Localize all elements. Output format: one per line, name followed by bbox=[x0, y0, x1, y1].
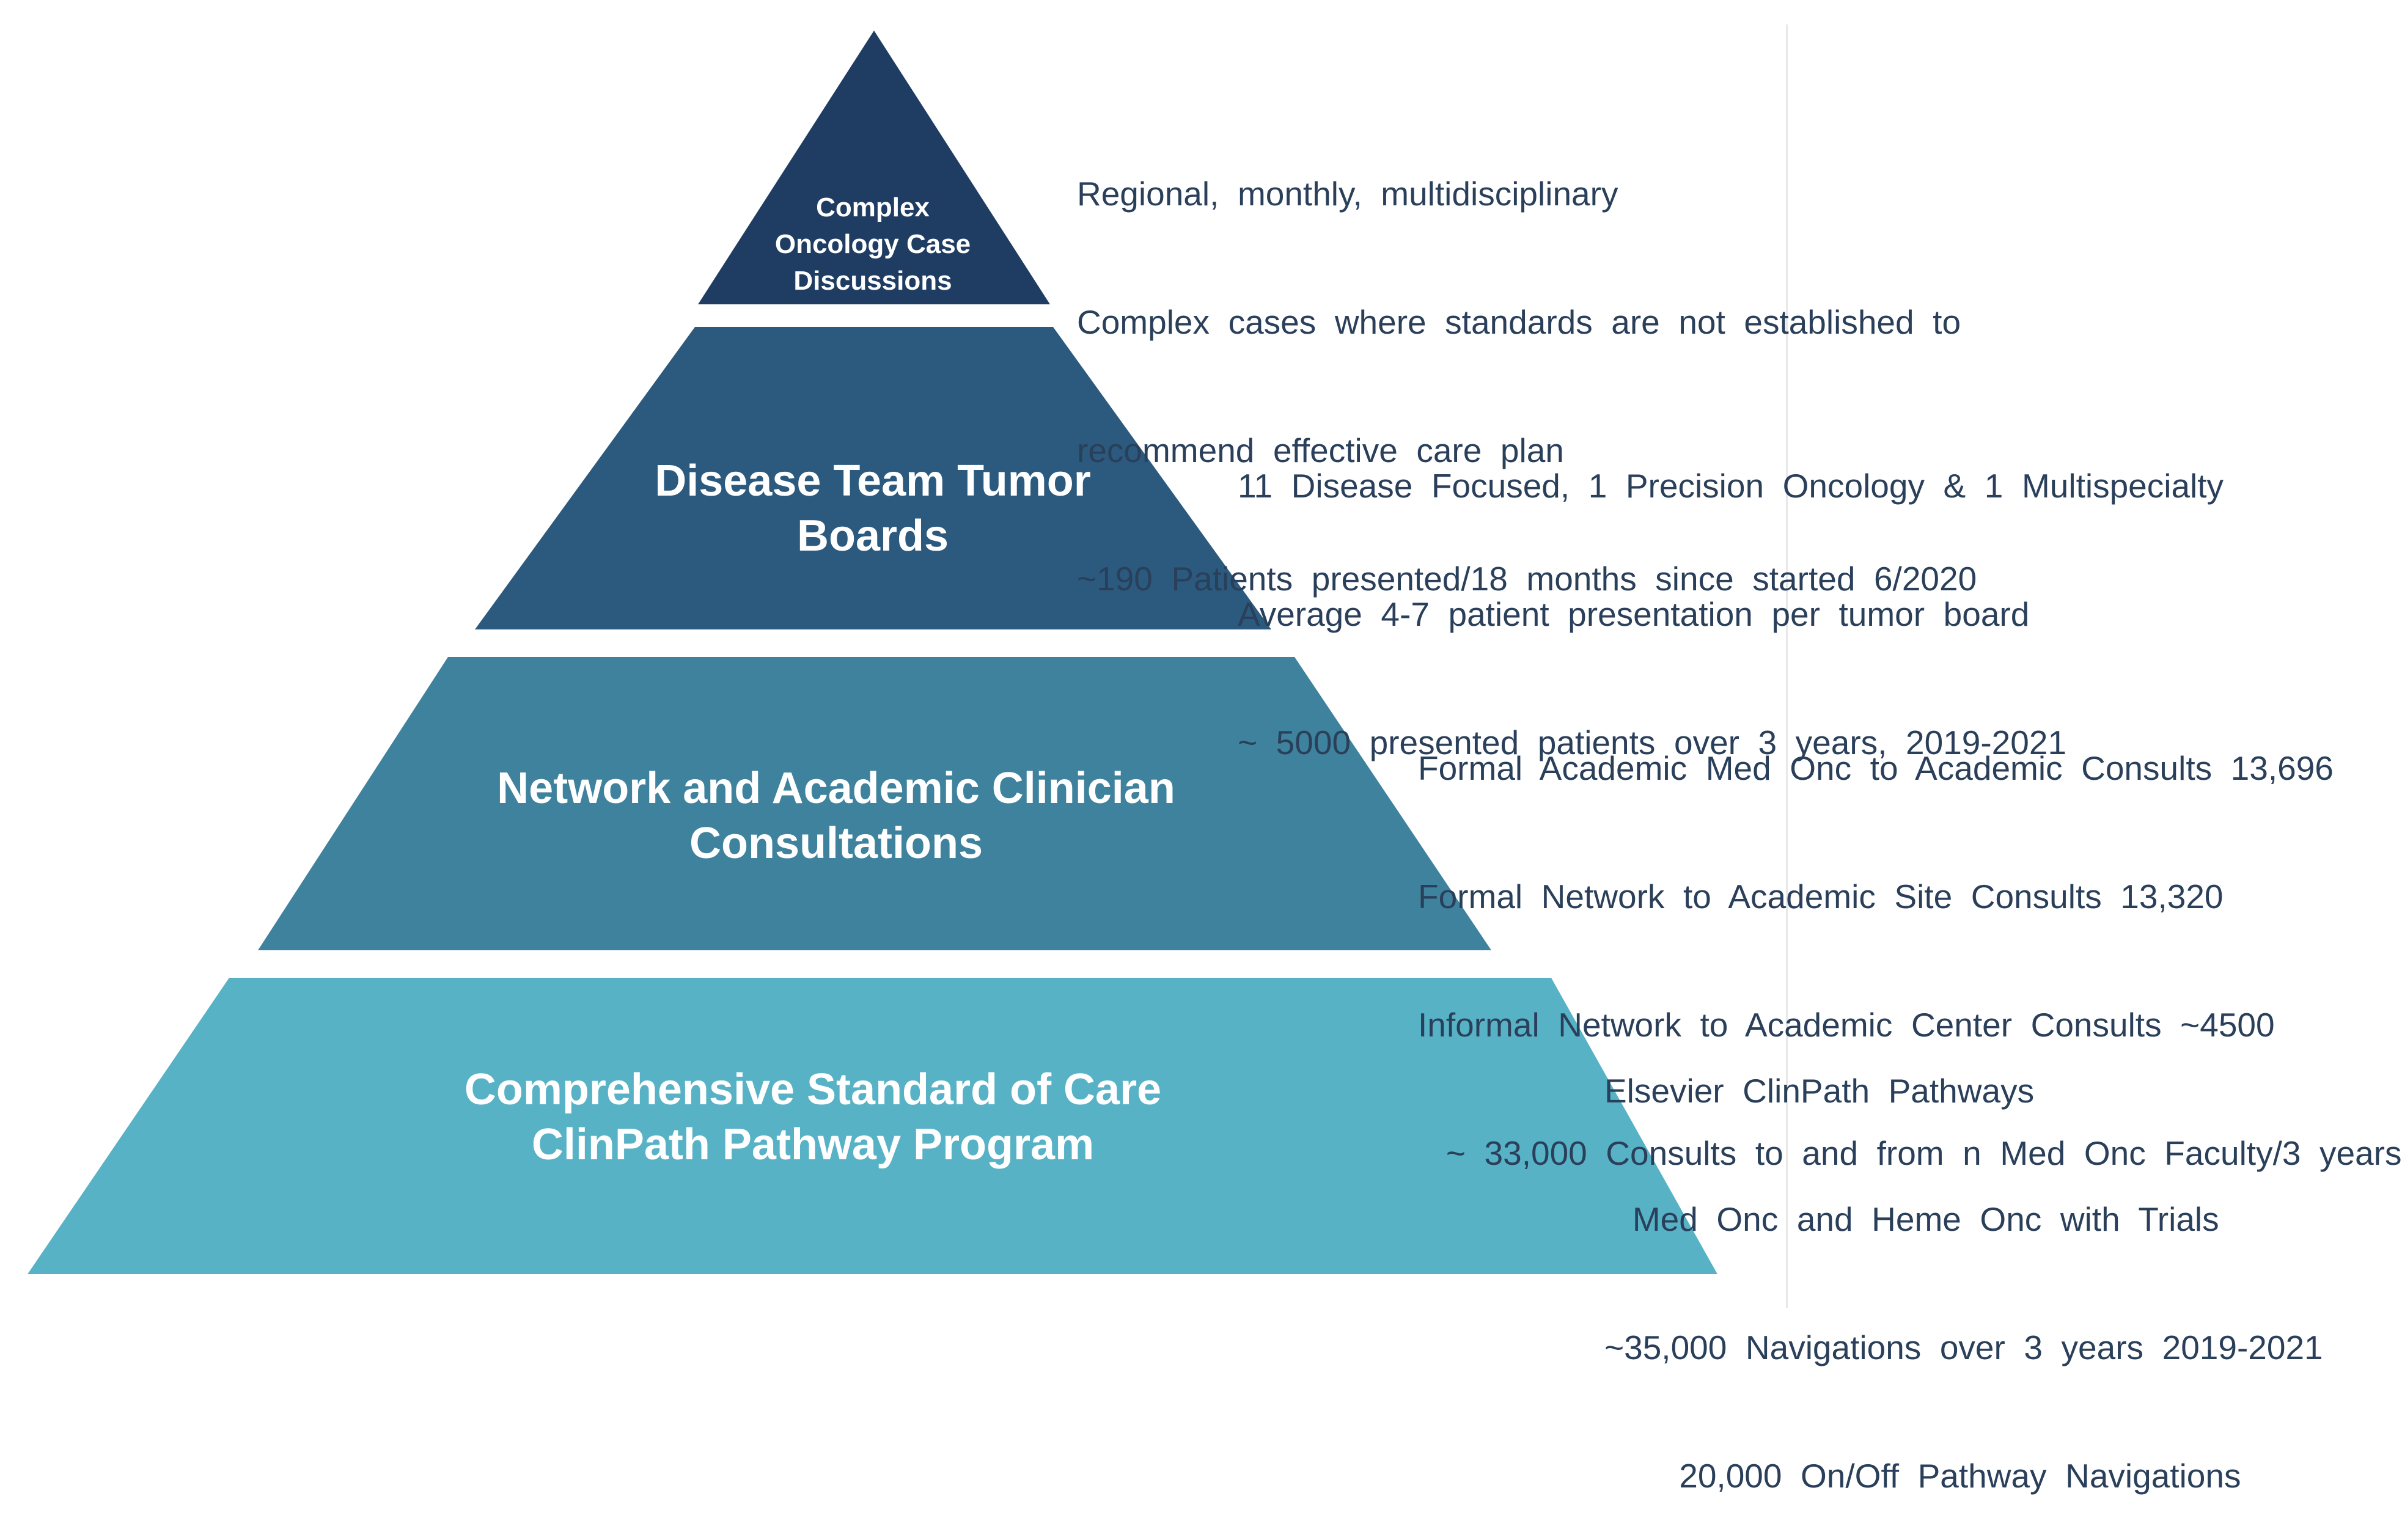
tier-1-description-line: Regional, monthly, multidisciplinary bbox=[1077, 175, 1618, 213]
tier-4-description-line: ~35,000 Navigations over 3 years 2019-20… bbox=[1604, 1329, 2323, 1366]
tier-1-description: Regional, monthly, multidisciplinary Com… bbox=[1077, 87, 1977, 643]
tier-4-description-line: Med Onc and Heme Onc with Trials bbox=[1604, 1200, 2219, 1238]
tier-1-label-line: Oncology Case bbox=[774, 229, 971, 259]
tier-3-description-line: Formal Network to Academic Site Consults… bbox=[1418, 878, 2224, 915]
tier-4-label: Comprehensive Standard of Care ClinPath … bbox=[465, 1062, 1161, 1172]
tier-1-description-line: ~190 Patients presented/18 months since … bbox=[1077, 560, 1977, 598]
tier-1-description-line: Complex cases where standards are not es… bbox=[1077, 303, 1961, 341]
tier-1-description-line: recommend effective care plan bbox=[1077, 431, 1564, 469]
pyramid-tier-4-shape bbox=[28, 978, 1717, 1274]
tier-3-label-line: Consultations bbox=[689, 819, 983, 868]
tier-3-label-line: Network and Academic Clinician bbox=[497, 764, 1175, 813]
tier-4-label-line: Comprehensive Standard of Care bbox=[464, 1065, 1162, 1114]
pyramid-tier-2-shape bbox=[475, 327, 1271, 629]
tier-3-description-line: ~ 33,000 Consults to and from n Med Onc … bbox=[1418, 1134, 2402, 1172]
pyramid-tier-1-shape bbox=[698, 31, 1050, 304]
pyramid-diagram bbox=[28, 31, 1717, 1274]
tier-1-label: Complex Oncology Case Discussions bbox=[775, 189, 971, 299]
tier-2-description-line: Average 4-7 patient presentation per tum… bbox=[1238, 595, 2030, 633]
tier-4-description-line: Elsevier ClinPath Pathways bbox=[1604, 1072, 2035, 1110]
tier-2-description-line: ~ 5000 presented patients over 3 years, … bbox=[1238, 724, 2067, 761]
tier-3-description-line: Informal Network to Academic Center Cons… bbox=[1418, 1006, 2275, 1044]
tier-3-description: Formal Academic Med Onc to Academic Cons… bbox=[1418, 661, 2402, 1217]
tier-1-label-line: Complex bbox=[816, 193, 930, 222]
tier-4-label-line: ClinPath Pathway Program bbox=[531, 1120, 1095, 1169]
tier-1-label-line: Discussions bbox=[793, 266, 952, 296]
tier-4-description: Elsevier ClinPath Pathways Med Onc and H… bbox=[1604, 984, 2323, 1540]
tier-4-description-line: 20,000 On/Off Pathway Navigations bbox=[1604, 1457, 2241, 1495]
tier-2-description: 11 Disease Focused, 1 Precision Oncology… bbox=[1238, 379, 2224, 807]
tier-2-label-line: Boards bbox=[796, 512, 949, 560]
divider-line bbox=[1786, 24, 1788, 1308]
tier-2-label-line: Disease Team Tumor bbox=[655, 457, 1091, 505]
tier-2-description-line: 11 Disease Focused, 1 Precision Oncology… bbox=[1238, 467, 2224, 505]
tier-3-label: Network and Academic Clinician Consultat… bbox=[497, 761, 1175, 871]
tier-3-description-line: Formal Academic Med Onc to Academic Cons… bbox=[1418, 749, 2334, 787]
pyramid-tier-3-shape bbox=[258, 657, 1491, 950]
tier-2-label: Disease Team Tumor Boards bbox=[655, 453, 1091, 563]
